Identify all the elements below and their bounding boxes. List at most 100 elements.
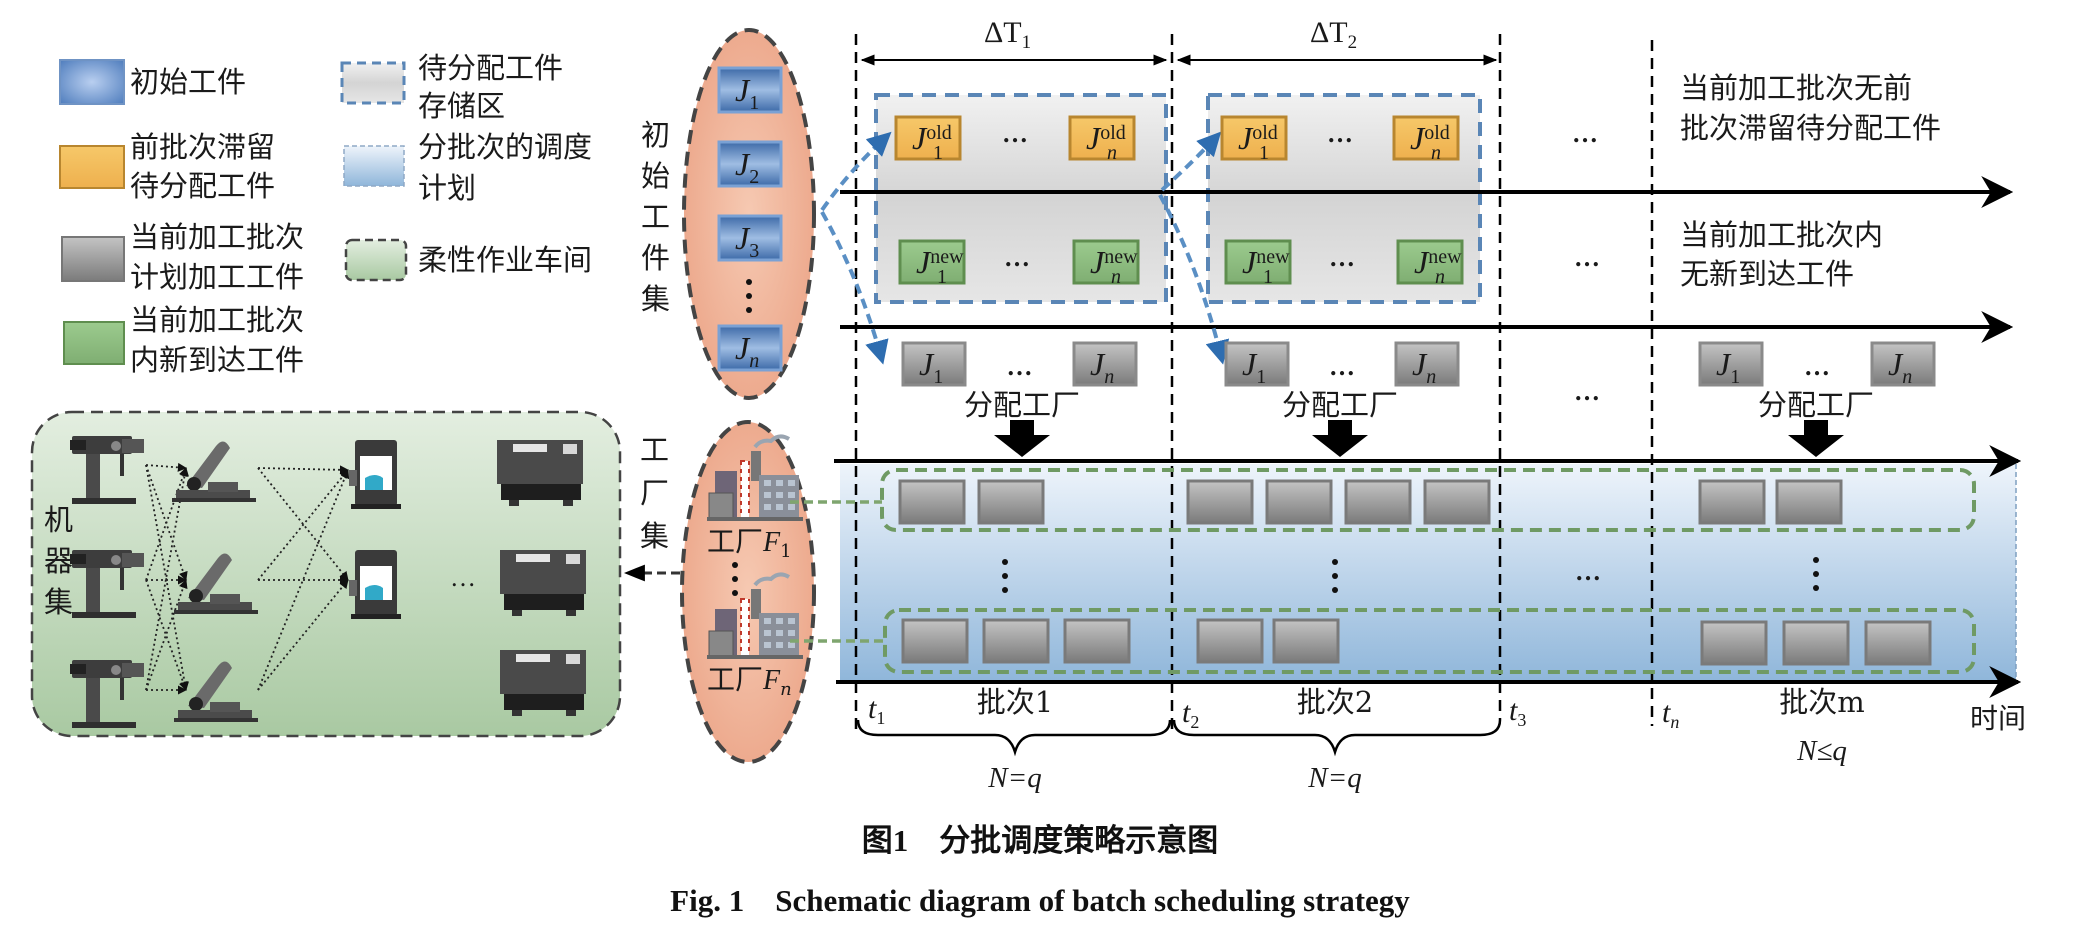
dot — [1002, 559, 1008, 565]
batch2-f1-job — [1344, 479, 1412, 525]
factory-name: F — [762, 665, 781, 696]
legend-label: 内新到达工件 — [130, 343, 304, 377]
period-ellipsis: … — [1574, 243, 1600, 272]
dot — [732, 562, 738, 568]
legend-swatch-green — [63, 321, 125, 365]
job-box — [1396, 239, 1464, 285]
batch1-fn-job — [1063, 618, 1131, 664]
factory-prefix: 工厂 — [707, 663, 763, 696]
cnc-machine-3 — [500, 650, 586, 716]
job-base: J — [1410, 120, 1426, 156]
initial-job-set-label: 初 始 工 件 集 — [641, 118, 670, 316]
label-char: 工 — [641, 200, 670, 234]
period-ellipsis: … — [1575, 557, 1601, 586]
batch1-brace — [856, 719, 1172, 757]
job-box — [1265, 479, 1333, 525]
batch-label: 批次m — [1779, 685, 1865, 719]
caption-cn: 图1 分批调度策略示意图 — [862, 823, 1219, 858]
job-base: J — [1412, 346, 1428, 382]
time-mark-t2: t2 — [1182, 696, 1199, 732]
job-base: J — [1716, 346, 1732, 382]
job-box — [1864, 620, 1932, 666]
dispatch-arrow-to-old — [820, 131, 892, 212]
dot — [732, 590, 738, 596]
legend-item-retained-job: 前批次滞留 待分配工件 — [59, 130, 275, 203]
dot — [1813, 585, 1819, 591]
job-label: Jn — [1090, 346, 1114, 388]
job-label: J1 — [919, 346, 943, 388]
batch2-brace — [1172, 719, 1502, 757]
job-base: J — [1888, 346, 1904, 382]
assign-down-arrow — [994, 420, 1050, 457]
legend-item-initial-job: 初始工件 — [59, 59, 246, 105]
time-mark-base: t — [1182, 696, 1191, 729]
job-box — [1698, 479, 1766, 525]
routing-link — [145, 462, 187, 472]
routing-link — [257, 579, 349, 691]
planned-job-n-period2: Jn — [1394, 341, 1460, 388]
job-box — [982, 618, 1050, 664]
dot — [746, 307, 752, 313]
retained-ellipsis: … — [1327, 119, 1353, 148]
job-sub: n — [1435, 266, 1445, 288]
time-mark-t1: t1 — [868, 692, 885, 728]
job-box — [1272, 618, 1340, 664]
factory-label: 工厂Fn — [707, 663, 792, 700]
vise-machine-1 — [172, 441, 256, 502]
job-base: J — [1086, 120, 1102, 156]
job-label: J2 — [735, 146, 759, 188]
legend-label: 计划 — [418, 171, 476, 205]
legend-label: 存储区 — [418, 89, 505, 123]
note-no-retained: 当前加工批次无前 批次滞留待分配工件 — [1680, 71, 1941, 145]
job-base: J — [1090, 346, 1106, 382]
factory-label: 工厂F1 — [707, 525, 792, 562]
job-box — [1870, 341, 1936, 387]
factory-icon — [707, 572, 803, 659]
time-mark-t3: t3 — [1509, 694, 1526, 730]
job-sub: 1 — [933, 366, 943, 388]
job-box — [1063, 618, 1131, 664]
job-sup: old — [1252, 122, 1278, 144]
assign-factory-label: 分配工厂 — [964, 388, 1080, 422]
label-char: 始 — [641, 159, 670, 193]
legend-label: 当前加工批次 — [130, 303, 304, 337]
planned-ellipsis: … — [1804, 352, 1830, 381]
initial-job-1: J1 — [717, 66, 783, 114]
dot — [746, 279, 752, 285]
job-box — [1700, 620, 1768, 666]
planned-job-1-period2: J1 — [1224, 341, 1290, 388]
job-sub: n — [1107, 142, 1117, 164]
job-box — [1072, 239, 1140, 285]
initial-job-vdots — [746, 279, 752, 313]
note-no-new: 当前加工批次内 无新到达工件 — [1680, 218, 1883, 291]
note-line: 当前加工批次内 — [1680, 218, 1883, 252]
legend: 初始工件 前批次滞留 待分配工件 当前加工批次 计划加工工件 当前加工批次 内新… — [59, 51, 592, 377]
machine-set: 机 器 集 … — [30, 410, 622, 738]
job-label: J1 — [735, 72, 759, 114]
interval-label-2: ΔT2 — [1310, 16, 1357, 53]
time-mark-sub: 3 — [1517, 710, 1526, 730]
job-sub: 1 — [933, 142, 943, 164]
label-char: 集 — [640, 519, 669, 553]
batchm-fn-job — [1700, 620, 1768, 666]
assign-factory-label: 分配工厂 — [1282, 388, 1398, 422]
initial-job-3: J3 — [717, 214, 783, 262]
planned-job-n-period3: Jn — [1870, 341, 1936, 388]
label-char: 器 — [44, 544, 73, 578]
vise-machine-2 — [174, 553, 258, 614]
job-sup: new — [1428, 246, 1462, 268]
job-box — [1698, 341, 1764, 387]
time-mark-tn: tn — [1662, 696, 1679, 732]
legend-swatch-plan — [343, 145, 405, 187]
interval-label-sub: 2 — [1348, 32, 1358, 53]
interval-label-text: ΔT — [984, 16, 1022, 49]
job-base: J — [912, 120, 928, 156]
